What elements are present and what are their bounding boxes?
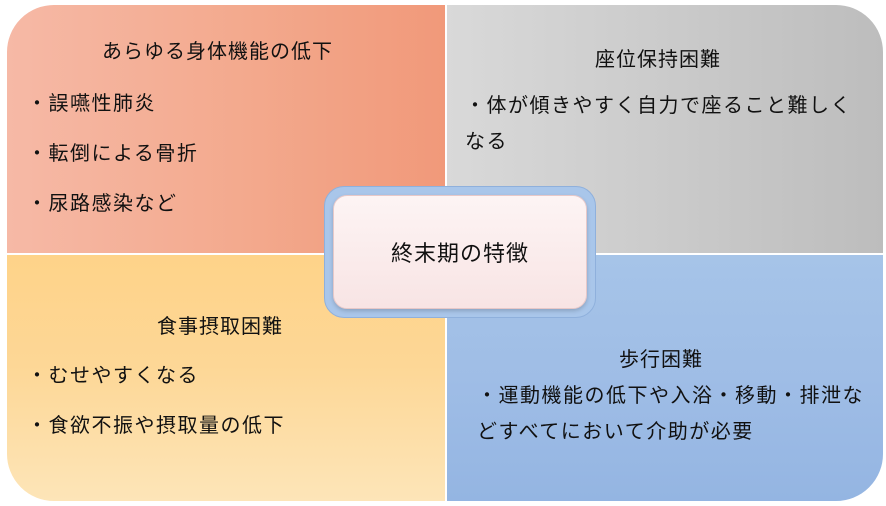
- list-item: ・食欲不振や摂取量の低下: [27, 413, 285, 437]
- center-box: 終末期の特徴: [324, 186, 596, 318]
- quadrant-title: 座位保持困難: [595, 47, 721, 71]
- quadrant-title: あらゆる身体機能の低下: [102, 39, 333, 63]
- quadrant-sitting-difficulty: 座位保持困難 ・体が傾きやすく自力で座ること難しくなる: [446, 4, 884, 254]
- list-item: ・転倒による骨折: [27, 141, 199, 165]
- list-item: ・誤嚥性肺炎: [27, 91, 156, 115]
- quadrant-title: 歩行困難: [619, 347, 703, 371]
- quadrant-text: ・体が傾きやすく自力で座ること難しくなる: [465, 93, 852, 153]
- quadrant-title: 食事摂取困難: [157, 314, 283, 338]
- quadrant-physical-decline: あらゆる身体機能の低下 ・誤嚥性肺炎 ・転倒による骨折 ・尿路感染など: [6, 4, 446, 254]
- quadrant-text: ・運動機能の低下や入浴・移動・排泄などすべてにおいて介助が必要: [477, 383, 864, 443]
- center-box-inner: 終末期の特徴: [333, 195, 587, 309]
- end-of-life-characteristics-diagram: あらゆる身体機能の低下 ・誤嚥性肺炎 ・転倒による骨折 ・尿路感染など 座位保持…: [6, 4, 884, 502]
- list-item: ・尿路感染など: [27, 191, 178, 215]
- center-title: 終末期の特徴: [390, 242, 529, 267]
- quadrant-eating-difficulty: 食事摂取困難 ・むせやすくなる ・食欲不振や摂取量の低下: [6, 254, 446, 502]
- list-item: ・むせやすくなる: [27, 363, 199, 387]
